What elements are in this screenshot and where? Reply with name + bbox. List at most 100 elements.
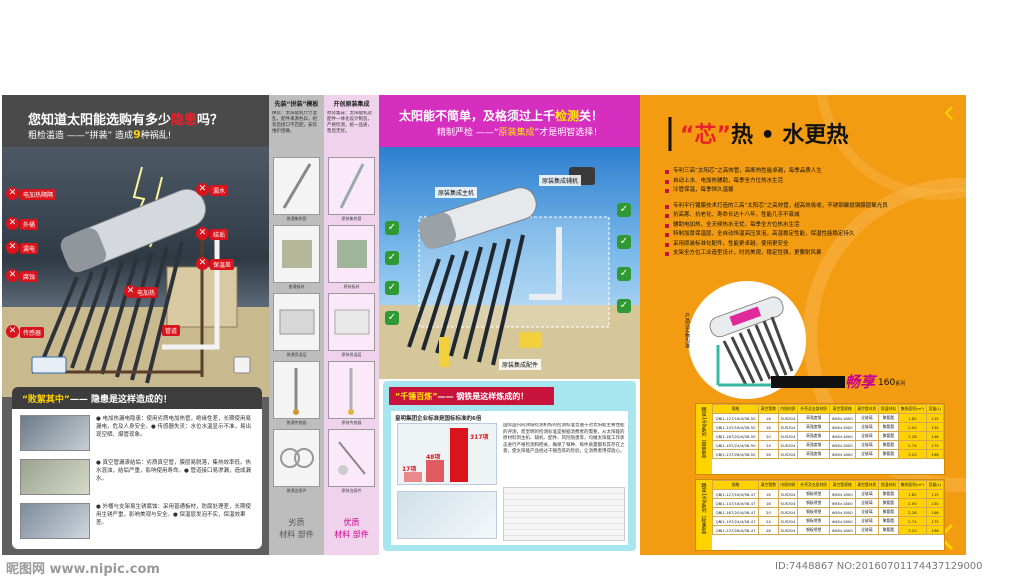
table-cell: 20 [758, 507, 779, 517]
headline-quote: “ [680, 123, 695, 148]
table-cell: 全玻璃 [854, 489, 880, 499]
fault-item: ● 外桶与支架易生锈腐蚀：采用普通板材，防腐处理差，长期使用生锈严重，影响美观与… [20, 501, 256, 541]
table-cell: 高强度钢 [797, 413, 831, 423]
table-cell: 聚氨酯 [878, 449, 899, 459]
standard-comparison-graphic: 317项 48项 17项 [397, 423, 497, 485]
table-cell: 钢板喷塑 [797, 498, 831, 508]
faults-box-title: “败絮其中”—— 隐患是这样造成的！ [22, 392, 172, 405]
table-cell: 16 [758, 413, 779, 423]
table-cell: 2.05 [897, 498, 928, 508]
series-a-label: 畅享160系列（高管型） [700, 407, 707, 462]
table-cell: 高强度钢 [797, 449, 831, 459]
table-cell: 2.74 [897, 516, 928, 526]
assembled-column-title: 先装“拼装”模板 [274, 101, 319, 108]
p3-subtitle-highlight: 原装集成 [498, 128, 535, 138]
fault-description: ● 外桶与支架易生锈腐蚀：采用普通板材，防腐处理差，长期使用生锈严重，影响美观与… [96, 504, 252, 526]
table-cell: 175 [926, 440, 944, 450]
table-cell: 196 [926, 449, 944, 459]
feature-item: 自动上水、电加热辅助，每季全方位热水生活 [664, 177, 954, 187]
table-cell: 聚氨酯 [878, 422, 899, 432]
feature-item: 专利平行镀膜技术打造的三高“太阳芯”之高效管，超高效吸收，不锈钢聚拢钢膜层聚光良 [664, 202, 954, 212]
part-photo [328, 429, 375, 487]
x-mark-icon: ✕ [196, 183, 209, 196]
table-cell: SUS304 [777, 440, 799, 450]
check-icon: ✓ [617, 299, 631, 313]
table-cell: 3.20 [897, 525, 928, 535]
inferior-label-line1: 劣质 [288, 518, 305, 527]
part-photo [328, 361, 375, 419]
p3-title-text: 太阳能不简单，及格须过上千 [399, 109, 556, 123]
table-cell: 175 [926, 516, 944, 526]
stormy-heater-scene: 电加热隔隔 漏水 外桶 漏电 腐蚀 结垢 保温差 电加热 传感器 管道 ✕ ✕ … [2, 147, 269, 397]
hazard-tag: 保温差 [210, 259, 235, 270]
faults-box: “败絮其中”—— 隐患是这样造成的！ ● 电加热漏电隐患：使用劣质电加热管，绝缘… [12, 387, 262, 549]
table-cell: 20 [758, 431, 779, 441]
hazard-tag: 管道 [162, 325, 181, 336]
table-cell: 2.05 [897, 422, 928, 432]
table-cell: Φ58×1800 [829, 422, 856, 432]
watermark-id: ID:7448867 NO:20160701174437129000 [775, 561, 983, 572]
spec-table: 规格真空管数内胆材质外壳及支架材质真空管规格真空管材质保温材料集热面积(m²)容… [711, 480, 944, 535]
fault-description: ● 电加热漏电隐患：使用劣质电加热管，绝缘性差，长期使用易漏电，危及人身安全。●… [96, 416, 252, 438]
table-cell: 钢板喷塑 [797, 507, 831, 517]
table-cell: 钢板喷塑 [797, 489, 831, 499]
table-cell: Φ58×1800 [829, 498, 856, 508]
lab-photo [397, 491, 497, 539]
check-icon: ✓ [385, 311, 399, 325]
title-text: 您知道太阳能选购有多少 [28, 113, 172, 128]
watermark-logo: 昵图网 www.nipic.com [6, 562, 160, 577]
fault-photo [20, 459, 90, 495]
part-caption: 普通集热管 [286, 216, 307, 221]
assembled-column: 先装“拼装”模板 拼装：太阳能机尺寸混乱，配件来源各异，组装后接口不匹配，安装维… [269, 95, 324, 555]
part-caption: 原装保温层 [341, 352, 362, 357]
testing-description: 国际国内同领域检测机构的检测标准普遍于对太阳能主要性能的评测，而皇明的检测标准是… [503, 423, 625, 454]
title-end: 吗？ [197, 113, 224, 128]
table-cell: 115 [926, 489, 944, 499]
part-caption: 普通板材 [288, 284, 305, 289]
feature-item: 专利三高“太阳芯”之高效管，高断热性能卓越，每季品质人生 [664, 167, 954, 177]
table-cell: 全玻璃 [854, 431, 880, 441]
table-cell: 全玻璃 [854, 507, 880, 517]
panel3-header: 太阳能不简单，及格须过上千检测关！ 精制严检 ——“原装集成”才是明智选择！ [379, 95, 640, 147]
faults-title-quote: “败絮其中” [22, 395, 70, 405]
standard-bar [426, 460, 444, 482]
table-cell: 196 [926, 525, 944, 535]
spec-table-series-a: 畅享160系列（高管型） 规格真空管数内胆材质外壳及支架材质真空管规格真空管材质… [695, 403, 945, 475]
table-header: 规格 [711, 480, 760, 490]
table-header: 外壳及支架材质 [797, 480, 831, 490]
spec-table-series-b: 畅享160系列（标准型） 规格真空管数内胆材质外壳及支架材质真空管规格真空管材质… [695, 479, 945, 551]
brand-redaction-bar [771, 376, 845, 388]
quality-label: 优质 材料 部件 [324, 517, 379, 541]
check-icon: ✓ [617, 267, 631, 281]
table-cell: 高强度钢 [797, 440, 831, 450]
table-cell: SUS304 [777, 489, 799, 499]
hazard-tag: 腐蚀 [20, 271, 39, 282]
hazard-tag: 结垢 [210, 229, 229, 240]
table-cell: SUS304 [777, 422, 799, 432]
part-photo [273, 157, 320, 215]
panel1-title: 您知道太阳能选购有多少隐患吗？ [28, 109, 223, 128]
table-cell: 16 [758, 489, 779, 499]
quality-label-line2: 材料 部件 [334, 530, 369, 539]
fault-photo [20, 415, 90, 451]
fault-item: ● 真空管漏滚结垢：劣质真空管，膜层易脱落，集热效率低。热水混浊，结垢严重，影响… [20, 457, 256, 497]
fittings-label: 原装集成配件 [499, 359, 542, 370]
model-number: 160 [878, 378, 896, 388]
fault-item: ● 电加热漏电隐患：使用劣质电加热管，绝缘性差，长期使用易漏电，危及人身安全。●… [20, 413, 256, 453]
table-cell: 24 [758, 516, 779, 526]
table-cell: 2.28 [897, 431, 928, 441]
headline-text: 热 • 水更热 [730, 123, 849, 148]
table-header: 规格 [711, 404, 760, 414]
table-cell: 130 [926, 498, 944, 508]
test-items-table [503, 487, 625, 541]
testing-box-header: “千锤百炼”—— 钢铁是这样炼成的！ [389, 387, 554, 405]
table-cell: SUS304 [777, 431, 799, 441]
part-photo [273, 225, 320, 283]
table-header: 真空管材质 [854, 404, 880, 414]
model-suffix: 系列 [895, 381, 906, 387]
table-cell: SUS304 [777, 507, 799, 517]
check-icon: ✓ [617, 203, 631, 217]
title-highlight: 隐患 [171, 113, 198, 128]
